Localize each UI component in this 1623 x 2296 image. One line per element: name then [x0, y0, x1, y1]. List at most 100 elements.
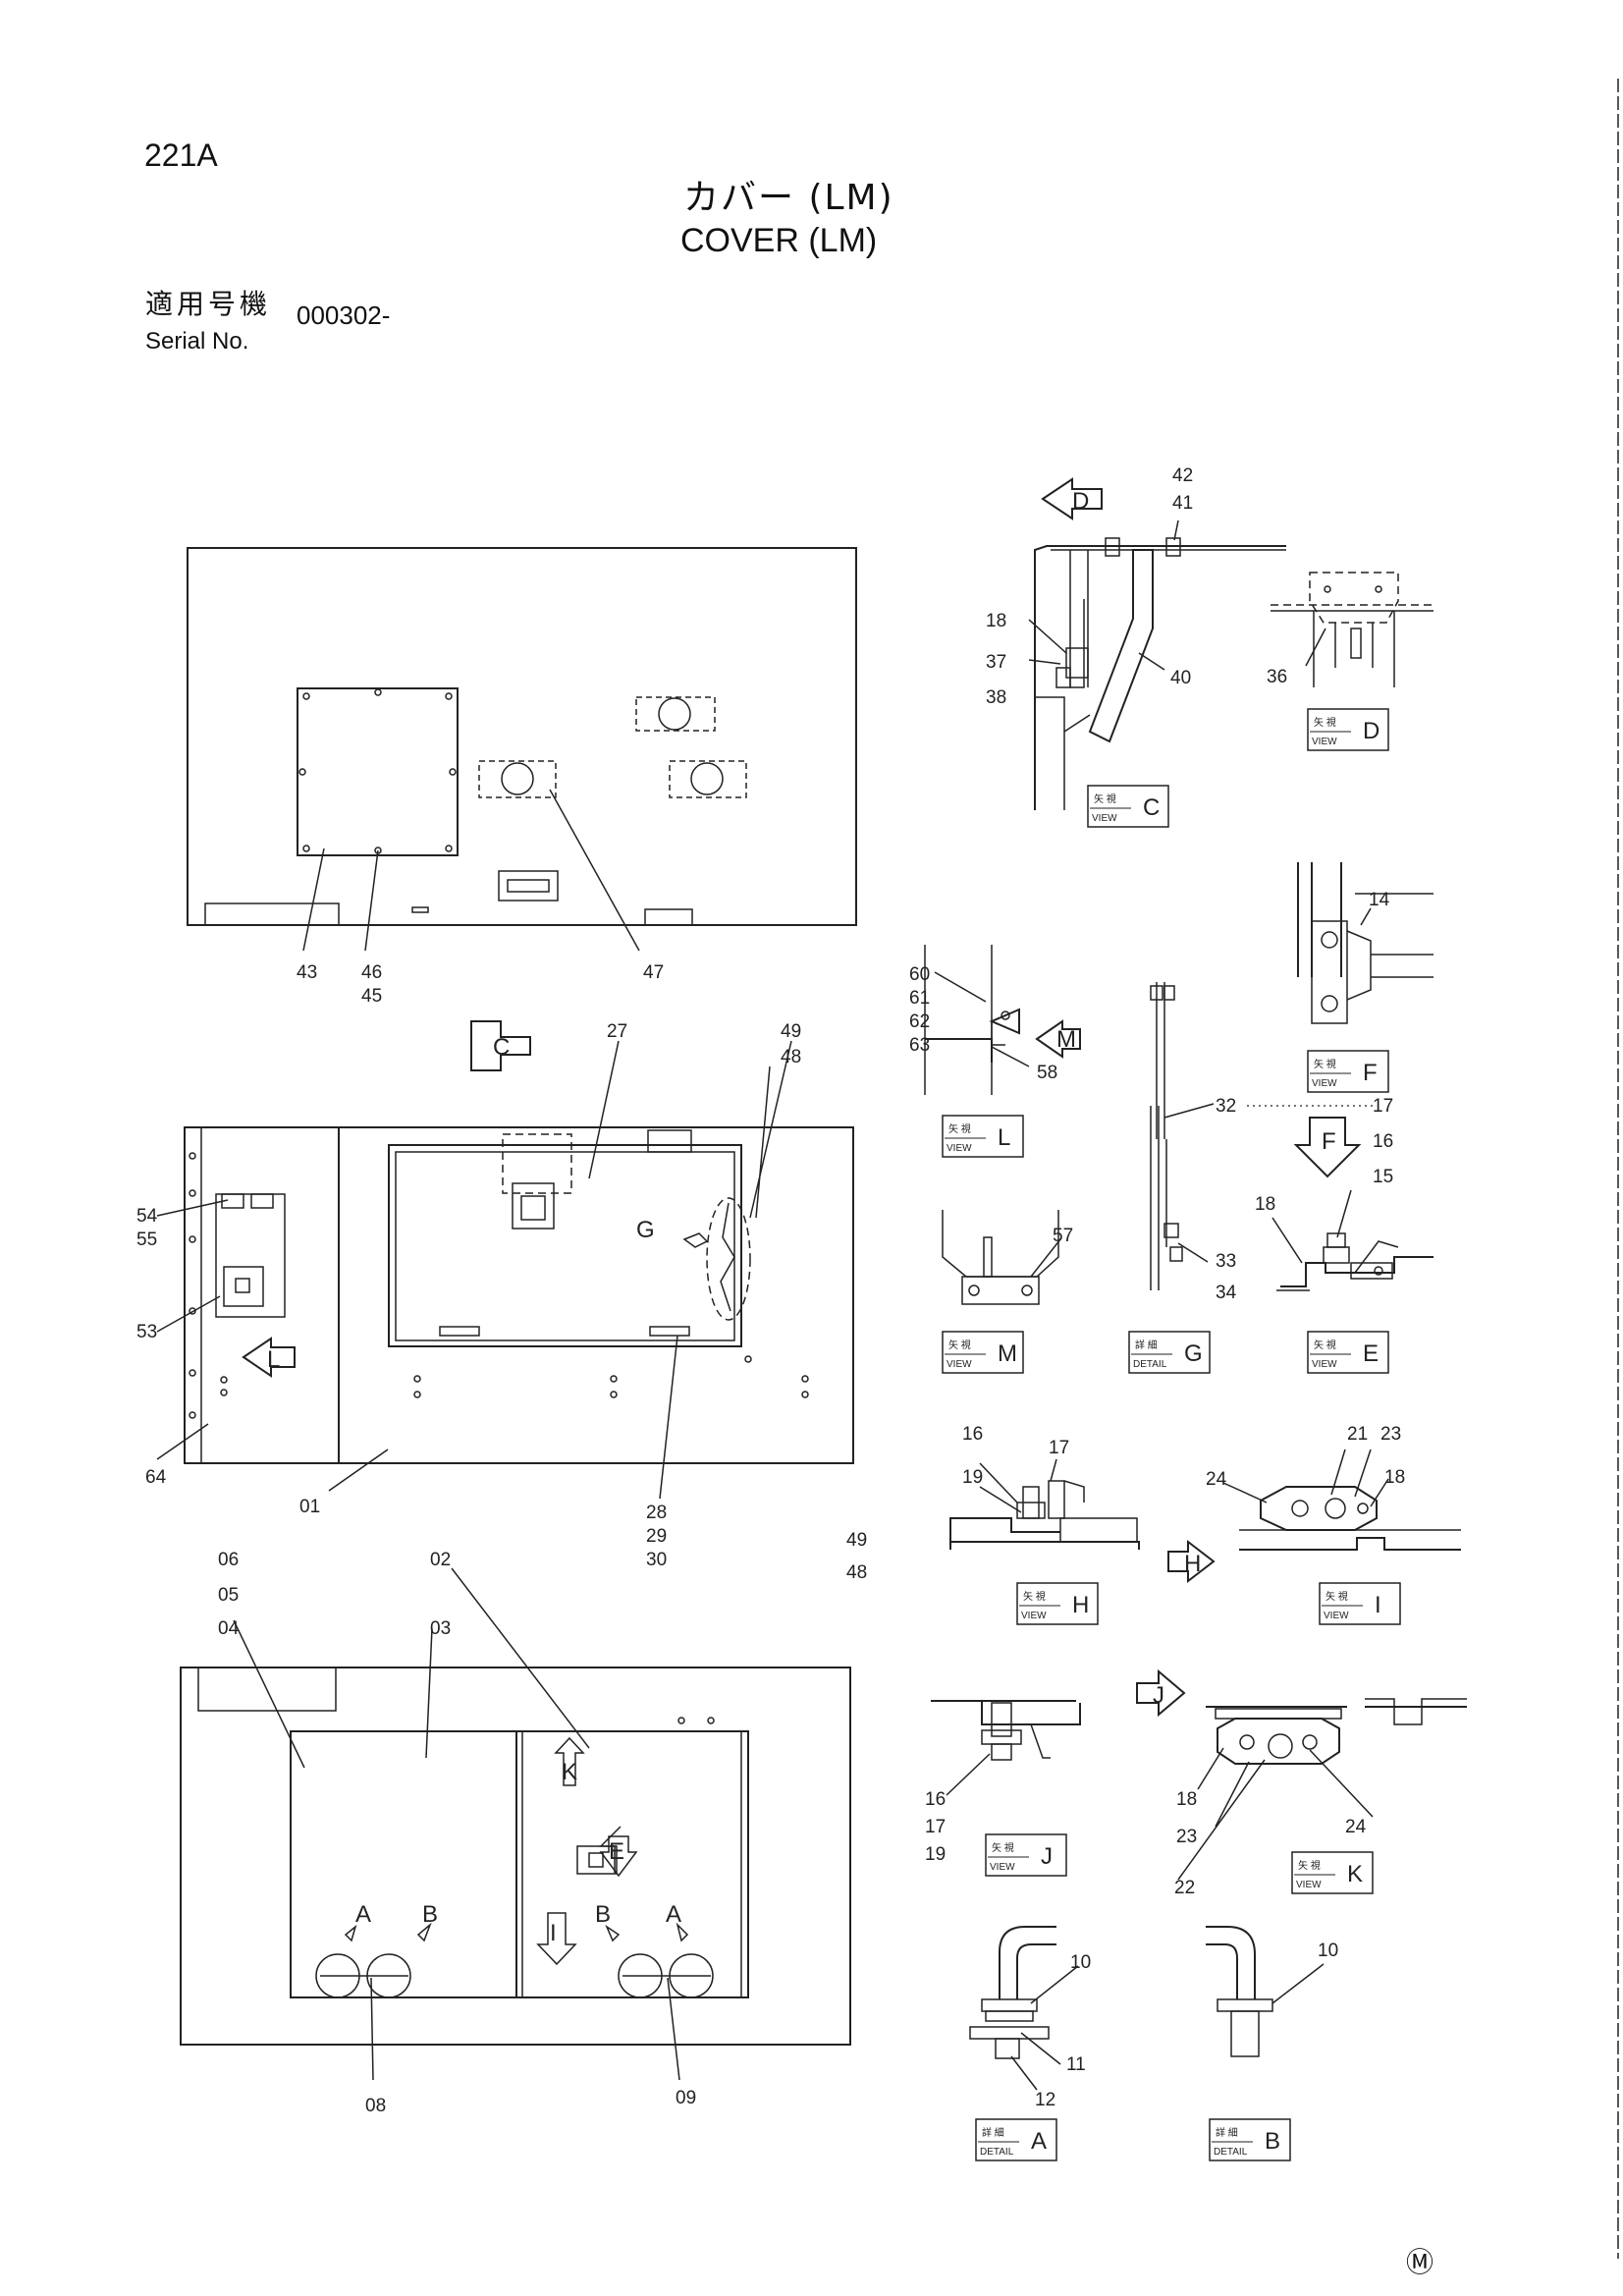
view-box-letter: M [998, 1340, 1017, 1367]
part-label-38: 38 [986, 687, 1006, 708]
view-box-letter: L [998, 1124, 1010, 1151]
part-label-33: 33 [1216, 1251, 1236, 1272]
part-label-17-e: 17 [1373, 1096, 1393, 1117]
view-box-jp-label: 矢 視 [948, 1339, 971, 1351]
footer-mark: Ⓜ [1406, 2246, 1434, 2278]
title-japanese: カバー (LM) [683, 178, 894, 218]
view-box-en-label: VIEW [1092, 813, 1117, 824]
part-label-32: 32 [1216, 1096, 1236, 1117]
part-label-18-k: 18 [1176, 1789, 1197, 1810]
view-box-jp-label: 矢 視 [1314, 1339, 1336, 1351]
view-box-letter: J [1041, 1843, 1053, 1870]
part-label-05: 05 [218, 1585, 239, 1606]
part-label-02: 02 [430, 1550, 451, 1570]
view-arrow-h: H [1184, 1551, 1201, 1577]
view-arrow-j: J [1153, 1682, 1164, 1709]
page-id: 221A [144, 137, 218, 173]
view-e-detail: F 17 16 15 18 [1255, 1096, 1434, 1291]
top-panel-view: 43 46 45 47 [187, 547, 857, 1007]
part-label-04: 04 [218, 1618, 240, 1639]
part-label-17-j: 17 [925, 1817, 946, 1837]
view-box-en-label: VIEW [1324, 1611, 1349, 1621]
part-label-60: 60 [909, 964, 930, 985]
part-label-19-j: 19 [925, 1844, 946, 1865]
part-label-55: 55 [136, 1230, 157, 1250]
part-label-16-h: 16 [962, 1424, 983, 1445]
part-label-22: 22 [1174, 1878, 1195, 1898]
part-label-49: 49 [781, 1021, 801, 1042]
part-label-27: 27 [607, 1021, 627, 1042]
view-l-detail: M 60 61 62 63 58 [909, 945, 1081, 1095]
part-label-24-k: 24 [1345, 1817, 1367, 1837]
view-d-detail: 36 [1267, 572, 1434, 687]
view-m-detail: 57 [942, 1210, 1073, 1305]
view-j-detail: J 16 17 19 [925, 1668, 1186, 1865]
serial-label-english: Serial No. [145, 328, 249, 355]
part-label-01: 01 [299, 1497, 320, 1517]
part-label-18-i: 18 [1384, 1467, 1405, 1488]
part-label-36: 36 [1267, 667, 1287, 687]
part-label-53: 53 [136, 1322, 157, 1342]
view-box-letter: A [1031, 2128, 1047, 2155]
part-label-14: 14 [1369, 890, 1390, 910]
part-label-49-b: 49 [846, 1530, 867, 1551]
view-box-m: 矢 視 VIEW M [942, 1331, 1024, 1374]
part-label-24-i: 24 [1206, 1469, 1227, 1490]
detail-a: 10 11 12 [969, 1926, 1091, 2110]
view-arrow-e: E [609, 1838, 624, 1865]
part-label-29: 29 [646, 1526, 667, 1547]
view-box-letter: E [1363, 1340, 1379, 1367]
view-arrow-k: K [562, 1759, 577, 1785]
view-box-letter: B [1265, 2128, 1280, 2155]
view-box-jp-label: 矢 視 [1023, 1590, 1046, 1603]
part-label-43: 43 [297, 962, 317, 983]
view-box-jp-label: 矢 視 [1094, 793, 1116, 805]
part-label-58: 58 [1037, 1063, 1057, 1083]
view-box-c: 矢 視 VIEW C [1087, 785, 1169, 828]
view-box-jp-label: 詳 細 [982, 2126, 1004, 2139]
view-box-en-label: VIEW [947, 1359, 972, 1370]
part-label-10-b: 10 [1318, 1941, 1338, 1961]
view-box-en-label: DETAIL [1133, 1359, 1167, 1370]
part-label-18-e: 18 [1255, 1194, 1275, 1215]
part-label-46: 46 [361, 962, 382, 983]
view-box-en-label: DETAIL [1214, 2147, 1248, 2158]
view-arrow-d: D [1072, 488, 1089, 515]
detail-pointer-a1: A [355, 1901, 371, 1928]
detail-g: 32 33 34 [1150, 982, 1375, 1303]
part-label-45: 45 [361, 986, 382, 1007]
part-label-63: 63 [909, 1035, 930, 1056]
view-box-en-label: VIEW [1312, 737, 1337, 747]
view-box-letter: D [1363, 718, 1380, 744]
view-k-detail: 18 23 22 24 [1174, 1698, 1467, 1898]
part-label-37: 37 [986, 652, 1006, 673]
view-box-letter: K [1347, 1861, 1363, 1887]
view-box-letter: H [1072, 1592, 1089, 1618]
part-label-09: 09 [676, 2088, 696, 2108]
view-f-detail: 14 [1297, 862, 1434, 1024]
detail-pointer-a2: A [666, 1901, 681, 1928]
part-label-30: 30 [646, 1550, 667, 1570]
view-box-en-label: VIEW [1312, 1078, 1337, 1089]
part-label-61: 61 [909, 988, 930, 1009]
part-label-03: 03 [430, 1618, 451, 1639]
part-label-12: 12 [1035, 2090, 1055, 2110]
part-label-48-b: 48 [846, 1562, 867, 1583]
view-box-letter: C [1143, 794, 1160, 821]
view-box-jp-label: 詳 細 [1135, 1339, 1158, 1351]
part-label-08: 08 [365, 2096, 386, 2116]
detail-pointer-g: G [636, 1217, 655, 1243]
part-label-40: 40 [1170, 668, 1191, 688]
part-label-34: 34 [1216, 1283, 1237, 1303]
part-label-64: 64 [145, 1467, 167, 1488]
part-label-11: 11 [1066, 2054, 1086, 2075]
view-i-detail: 24 21 23 18 [1206, 1424, 1461, 1551]
detail-pointer-b2: B [595, 1901, 611, 1928]
